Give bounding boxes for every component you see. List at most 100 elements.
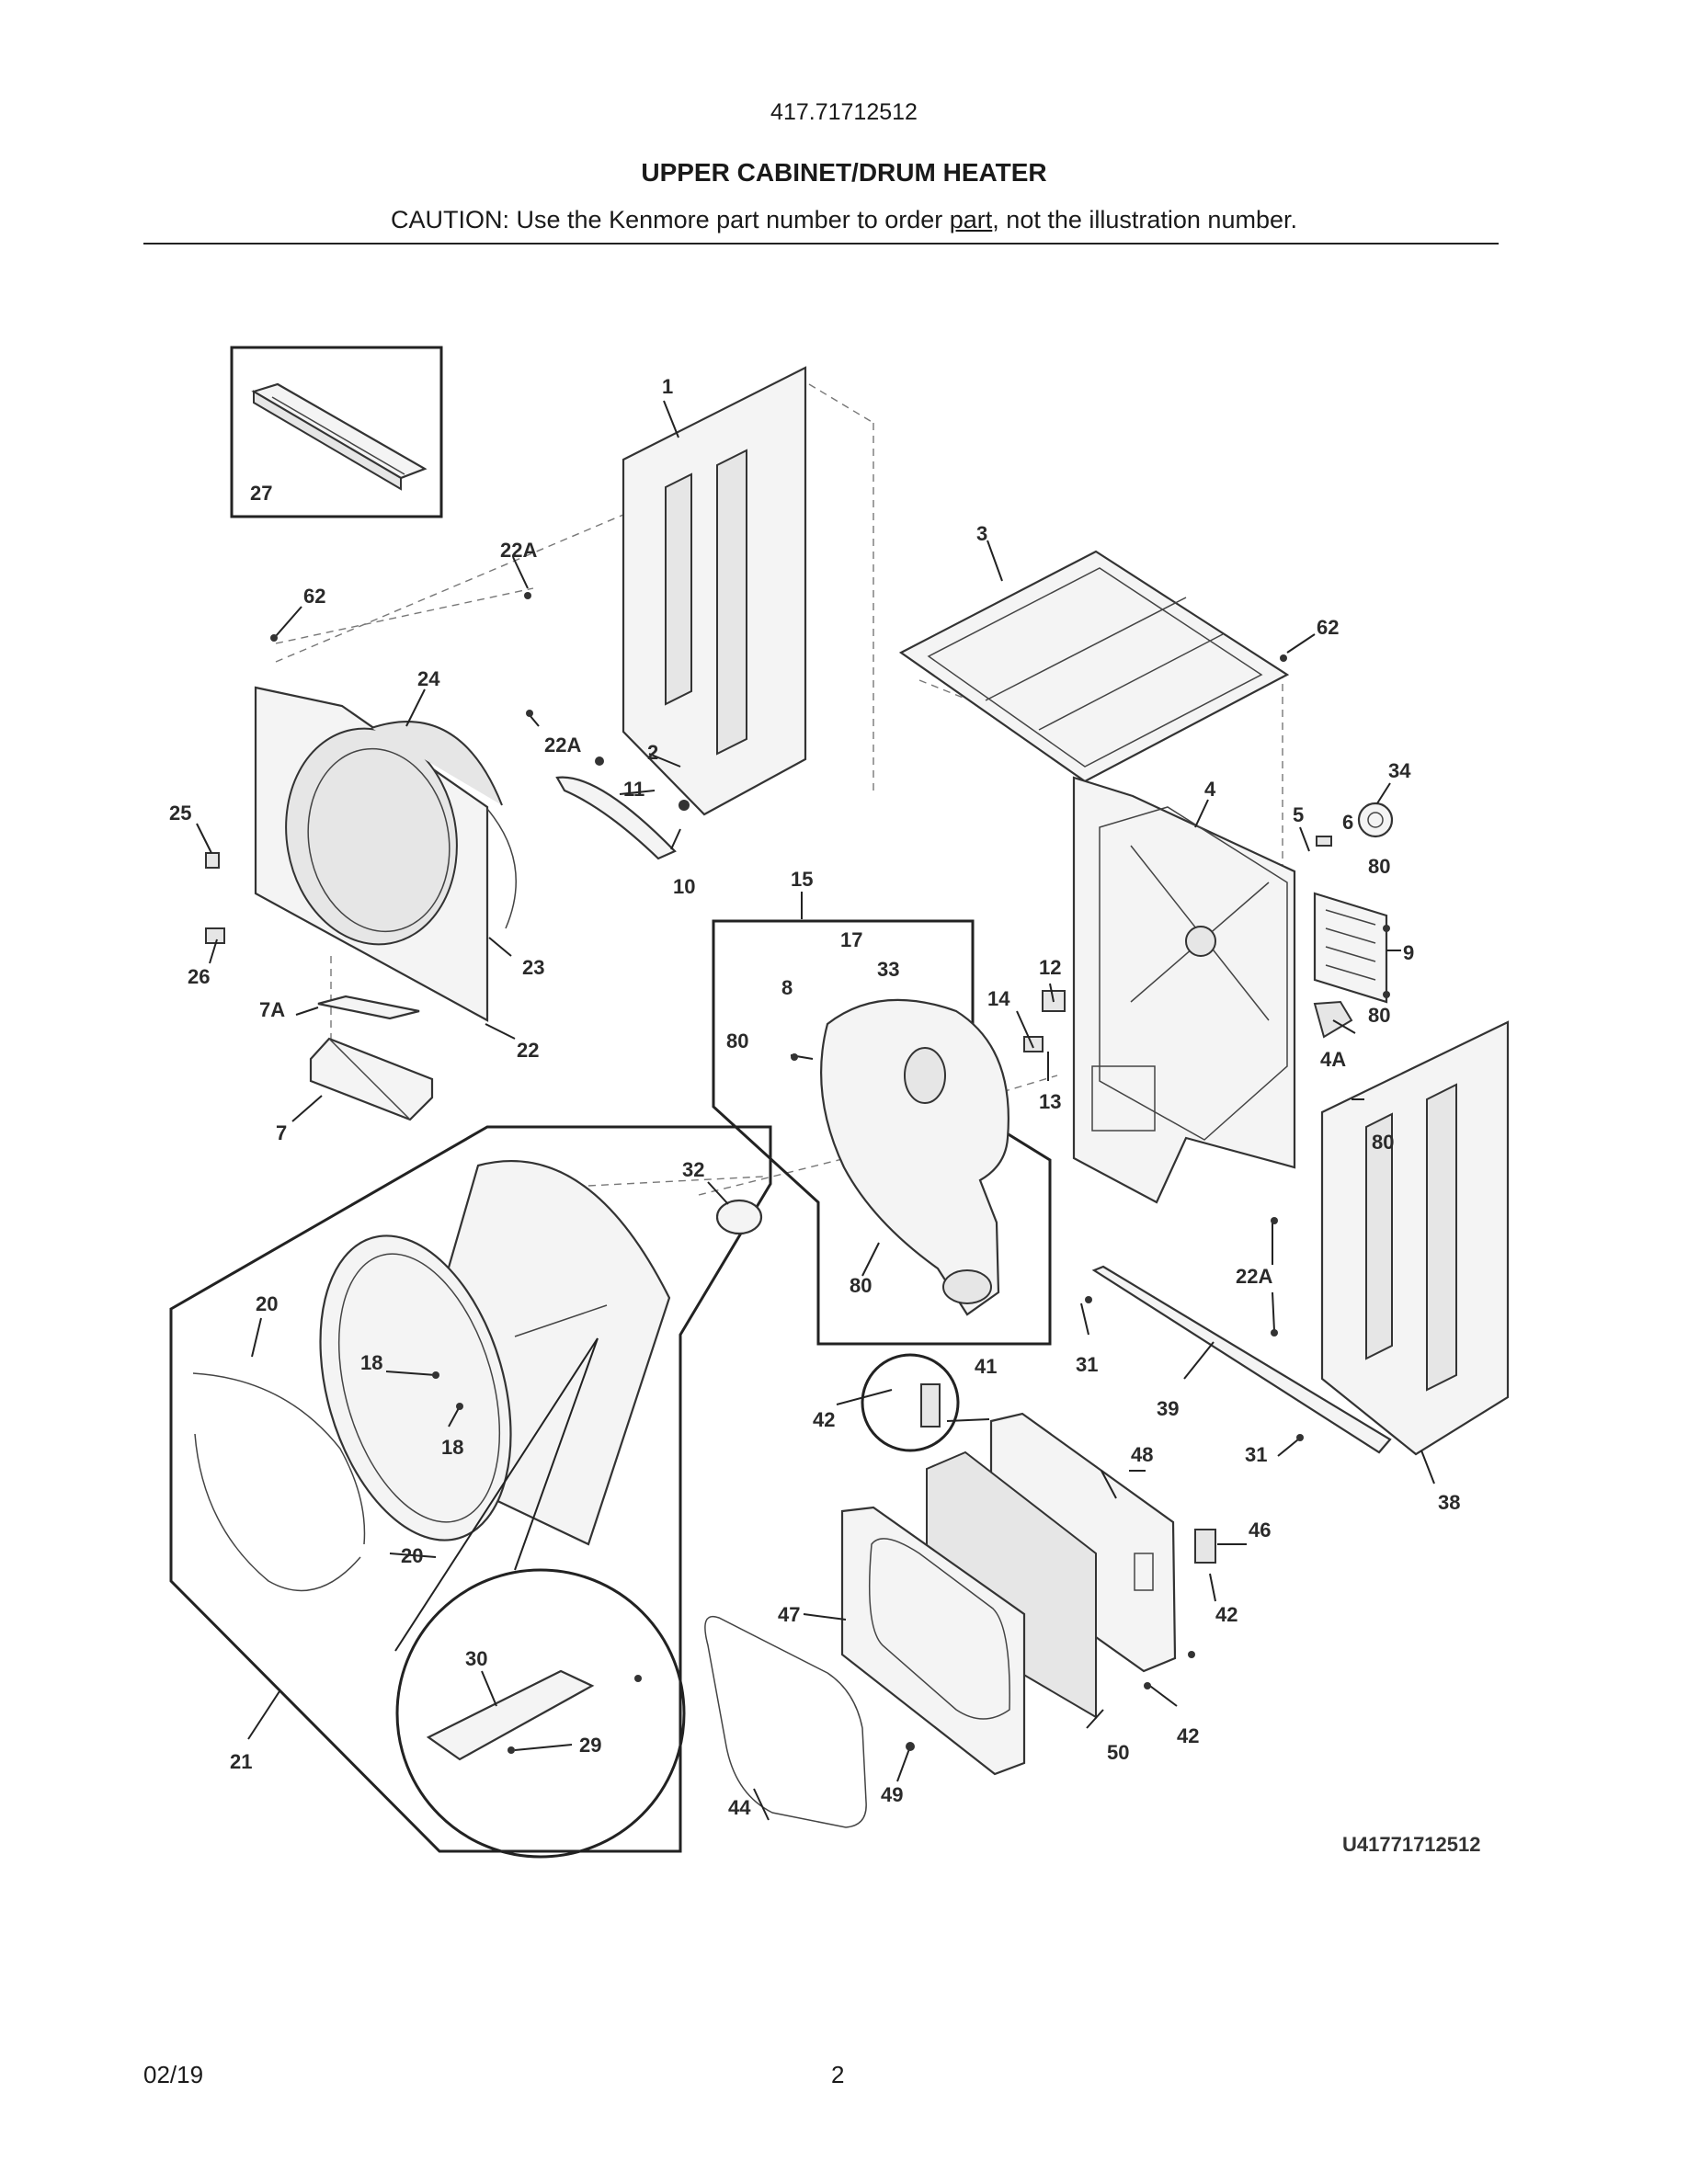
callout-15: 15 bbox=[791, 868, 813, 891]
front-bulkhead bbox=[254, 686, 489, 1022]
callout-62-left: 62 bbox=[303, 585, 325, 608]
hinge-41 bbox=[920, 1383, 941, 1428]
callout-42-door: 42 bbox=[1215, 1603, 1237, 1626]
inset-box-15 bbox=[712, 919, 1052, 1346]
ring-20-lower bbox=[194, 1433, 361, 1592]
part-6 bbox=[1316, 836, 1332, 847]
callout-31-right: 31 bbox=[1245, 1443, 1267, 1466]
drum-21 bbox=[319, 1160, 671, 1546]
callout-50: 50 bbox=[1107, 1741, 1129, 1764]
callout-48: 48 bbox=[1131, 1443, 1153, 1466]
caution-part-link[interactable]: part bbox=[949, 206, 993, 233]
detail-circle-baffle bbox=[395, 1568, 686, 1859]
door-inner-47 bbox=[840, 1506, 1026, 1776]
callout-7a: 7A bbox=[259, 998, 285, 1021]
callout-42-detail: 42 bbox=[813, 1408, 835, 1431]
callout-17: 17 bbox=[840, 928, 862, 951]
left-side-panel bbox=[622, 366, 807, 816]
callout-5: 5 bbox=[1293, 803, 1304, 826]
callout-44: 44 bbox=[728, 1796, 751, 1819]
callout-2: 2 bbox=[647, 741, 658, 764]
leader-lines bbox=[196, 400, 1435, 1821]
callout-18-upper: 18 bbox=[360, 1351, 382, 1374]
callout-labels: 1 2 3 4 4A 5 6 7 7A 8 9 10 11 12 13 14 1… bbox=[169, 375, 1460, 1819]
footer-date: 02/19 bbox=[143, 2061, 204, 2088]
callout-80-grille-top: 80 bbox=[1368, 855, 1390, 878]
callout-14: 14 bbox=[987, 987, 1010, 1010]
callout-21: 21 bbox=[230, 1750, 252, 1773]
callout-22a-top: 22A bbox=[500, 539, 537, 562]
callout-22a-mid: 22A bbox=[544, 734, 581, 756]
callout-13: 13 bbox=[1039, 1090, 1061, 1113]
bulkhead-seal bbox=[486, 808, 517, 929]
ring-20-upper bbox=[192, 1372, 366, 1545]
callout-7: 7 bbox=[276, 1121, 287, 1144]
callout-62-right: 62 bbox=[1317, 616, 1339, 639]
baffle-30 bbox=[426, 1669, 595, 1761]
grille-9 bbox=[1313, 892, 1388, 1004]
callout-26: 26 bbox=[188, 965, 210, 988]
lint-filter-part bbox=[251, 382, 428, 491]
callout-31-left: 31 bbox=[1076, 1353, 1098, 1376]
callout-11: 11 bbox=[623, 778, 644, 801]
callout-24: 24 bbox=[417, 667, 440, 690]
right-side-panel bbox=[1320, 1020, 1510, 1456]
callout-29: 29 bbox=[579, 1734, 601, 1757]
part-13 bbox=[1023, 1036, 1044, 1052]
bracket-part-10 bbox=[555, 776, 677, 860]
callout-80-grille-bottom: 80 bbox=[1368, 1004, 1390, 1027]
callout-80-heater-bottom: 80 bbox=[850, 1274, 872, 1297]
callout-30: 30 bbox=[465, 1647, 487, 1670]
clip-part-26 bbox=[205, 927, 225, 944]
callout-22a-right: 22A bbox=[1236, 1265, 1272, 1288]
callout-46: 46 bbox=[1249, 1519, 1271, 1541]
header-divider bbox=[143, 243, 1499, 245]
rear-panel bbox=[1072, 776, 1296, 1204]
vent-ring-34 bbox=[1357, 802, 1394, 838]
door-gasket-44 bbox=[704, 1615, 867, 1828]
diagram-reference-code: U41771712512 bbox=[1342, 1833, 1481, 1856]
callout-47: 47 bbox=[778, 1603, 800, 1626]
caution-suffix: , not the illustration number. bbox=[992, 206, 1297, 233]
callout-25: 25 bbox=[169, 802, 191, 825]
callout-33: 33 bbox=[877, 958, 899, 981]
callout-12: 12 bbox=[1039, 956, 1061, 979]
callout-1: 1 bbox=[662, 375, 673, 398]
callout-8: 8 bbox=[781, 976, 793, 999]
model-number: 417.71712512 bbox=[770, 99, 918, 125]
callout-9: 9 bbox=[1403, 941, 1414, 964]
footer-page-number: 2 bbox=[831, 2061, 845, 2088]
callout-32: 32 bbox=[682, 1158, 704, 1181]
callout-34: 34 bbox=[1388, 759, 1411, 782]
callout-4: 4 bbox=[1204, 778, 1216, 801]
callout-20-upper: 20 bbox=[256, 1292, 278, 1315]
strip-39 bbox=[1091, 1265, 1392, 1454]
callout-39: 39 bbox=[1157, 1397, 1179, 1420]
callout-42-bottom: 42 bbox=[1177, 1724, 1199, 1747]
drum-section-boundary bbox=[169, 1125, 772, 1853]
page-title: UPPER CABINET/DRUM HEATER bbox=[641, 158, 1047, 187]
callout-27: 27 bbox=[250, 482, 272, 505]
bearing-32 bbox=[715, 1199, 763, 1235]
felt-seal bbox=[371, 721, 503, 806]
callout-10: 10 bbox=[673, 875, 695, 898]
callout-80-heater-left: 80 bbox=[726, 1029, 748, 1052]
caution-note: CAUTION: Use the Kenmore part number to … bbox=[0, 206, 1688, 234]
caution-prefix: CAUTION: Use the Kenmore part number to … bbox=[391, 206, 950, 233]
lint-housing-7 bbox=[309, 1037, 434, 1121]
callout-38: 38 bbox=[1438, 1491, 1460, 1514]
gasket-7a bbox=[317, 995, 420, 1020]
callout-20-lower: 20 bbox=[401, 1544, 423, 1567]
callout-23: 23 bbox=[522, 956, 544, 979]
callout-6: 6 bbox=[1342, 811, 1353, 834]
callout-4a: 4A bbox=[1320, 1048, 1346, 1071]
fasteners bbox=[270, 592, 1390, 1754]
inset-box-27 bbox=[230, 346, 443, 518]
drum-heater-assembly bbox=[820, 998, 1009, 1316]
callout-41: 41 bbox=[975, 1355, 997, 1378]
bracket-4a bbox=[1313, 1000, 1353, 1039]
callout-3: 3 bbox=[976, 522, 987, 545]
callout-18-lower: 18 bbox=[441, 1436, 463, 1459]
callout-22: 22 bbox=[517, 1039, 539, 1062]
